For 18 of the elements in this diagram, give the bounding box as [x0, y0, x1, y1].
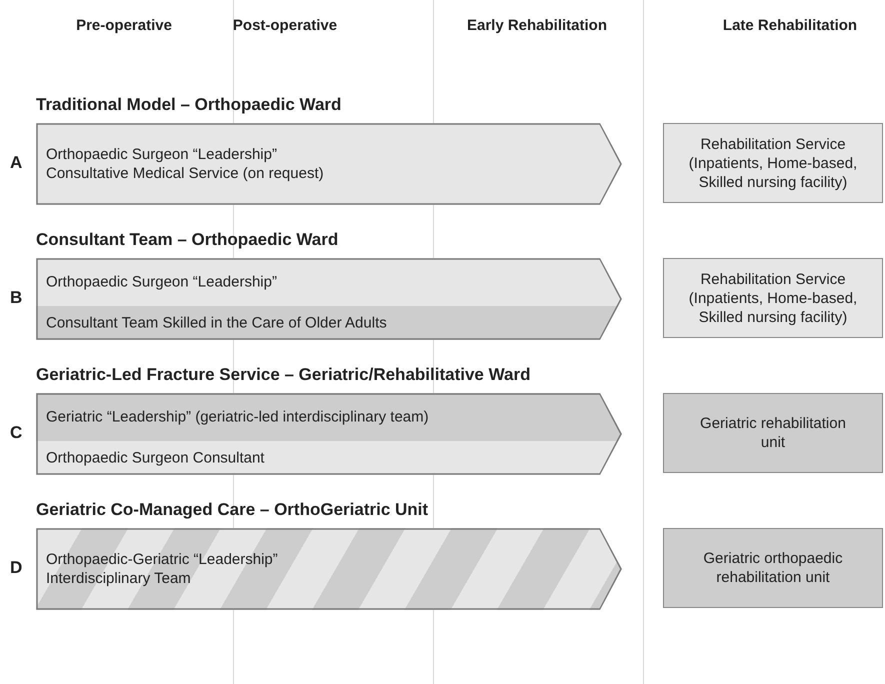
- row-letter: B: [10, 288, 22, 308]
- service-box: Geriatric rehabilitation unit: [663, 393, 883, 473]
- column-heading: Early Rehabilitation: [466, 17, 608, 34]
- row-letter: A: [10, 153, 22, 173]
- section-heading: Consultant Team – Orthopaedic Ward: [36, 230, 338, 250]
- section-heading: Geriatric Co-Managed Care – OrthoGeriatric Unit: [36, 500, 428, 520]
- column-heading: Late Rehabilitation: [722, 17, 858, 34]
- row-letter: C: [10, 423, 22, 443]
- service-box: Rehabilitation Service (Inpatients, Home-based, Skilled nursing facility): [663, 258, 883, 338]
- service-box: Geriatric orthopaedic rehabilitation unit: [663, 528, 883, 608]
- column-heading: Post-operative: [232, 17, 338, 34]
- row-letter: D: [10, 558, 22, 578]
- bar-text: Orthopaedic Surgeon “Leadership” Consultative Medical Service (on request): [46, 145, 325, 183]
- section-heading: Geriatric-Led Fracture Service – Geriatric/Rehabilitative Ward: [36, 365, 530, 385]
- column-heading: Pre-operative: [76, 17, 172, 34]
- section-heading: Traditional Model – Orthopaedic Ward: [36, 95, 342, 115]
- bar-text: Orthopaedic-Geriatric “Leadership” Interdisciplinary Team: [46, 550, 279, 588]
- service-box: Rehabilitation Service (Inpatients, Home-based, Skilled nursing facility): [663, 123, 883, 203]
